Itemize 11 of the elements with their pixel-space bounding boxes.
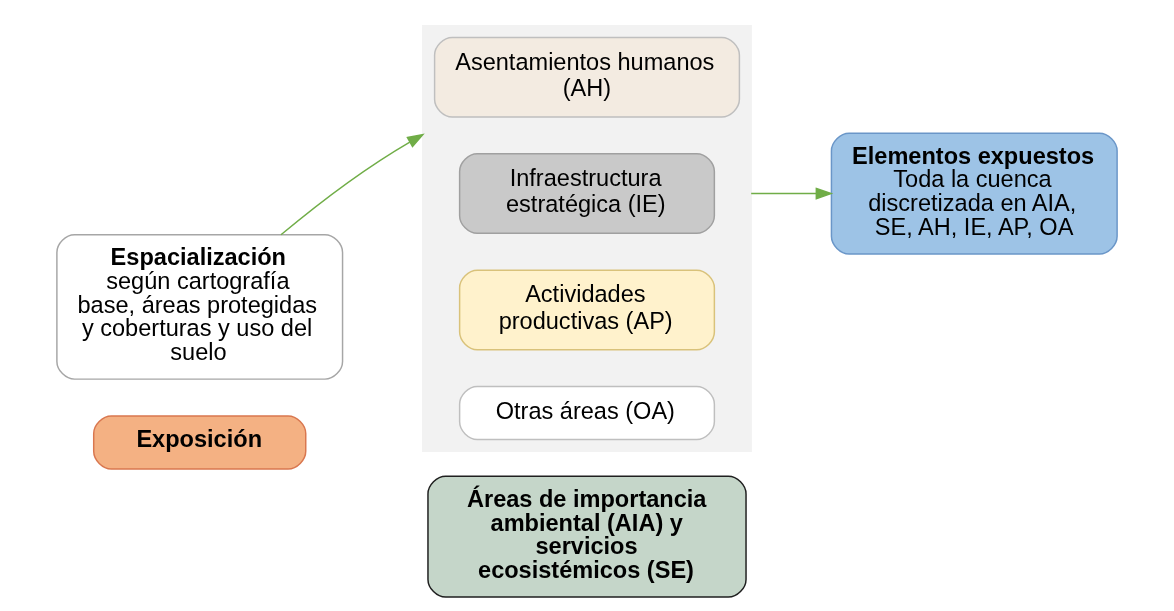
node-box: Infraestructura estratégica (IE) xyxy=(458,153,716,235)
arrow xyxy=(750,187,834,200)
node-box: Exposición xyxy=(92,415,307,470)
node-box: Asentamientos humanos (AH) xyxy=(433,36,741,118)
node-box: Elementos expuestos Toda la cuenca discretizada en AIA, SE, AH, IE, AP, OA xyxy=(830,132,1118,255)
node-box: Áreas de importancia ambiental (AIA) y servicios ecosistémicos (SE) xyxy=(427,475,747,598)
node-box: Espacialización según cartografía base, áreas protegidas y coberturas y uso del suelo xyxy=(56,234,344,380)
node-box: Otras áreas (OA) xyxy=(458,385,716,441)
cluster xyxy=(422,25,752,452)
arrow xyxy=(280,133,425,236)
node-box: Actividades productivas (AP) xyxy=(458,269,716,351)
